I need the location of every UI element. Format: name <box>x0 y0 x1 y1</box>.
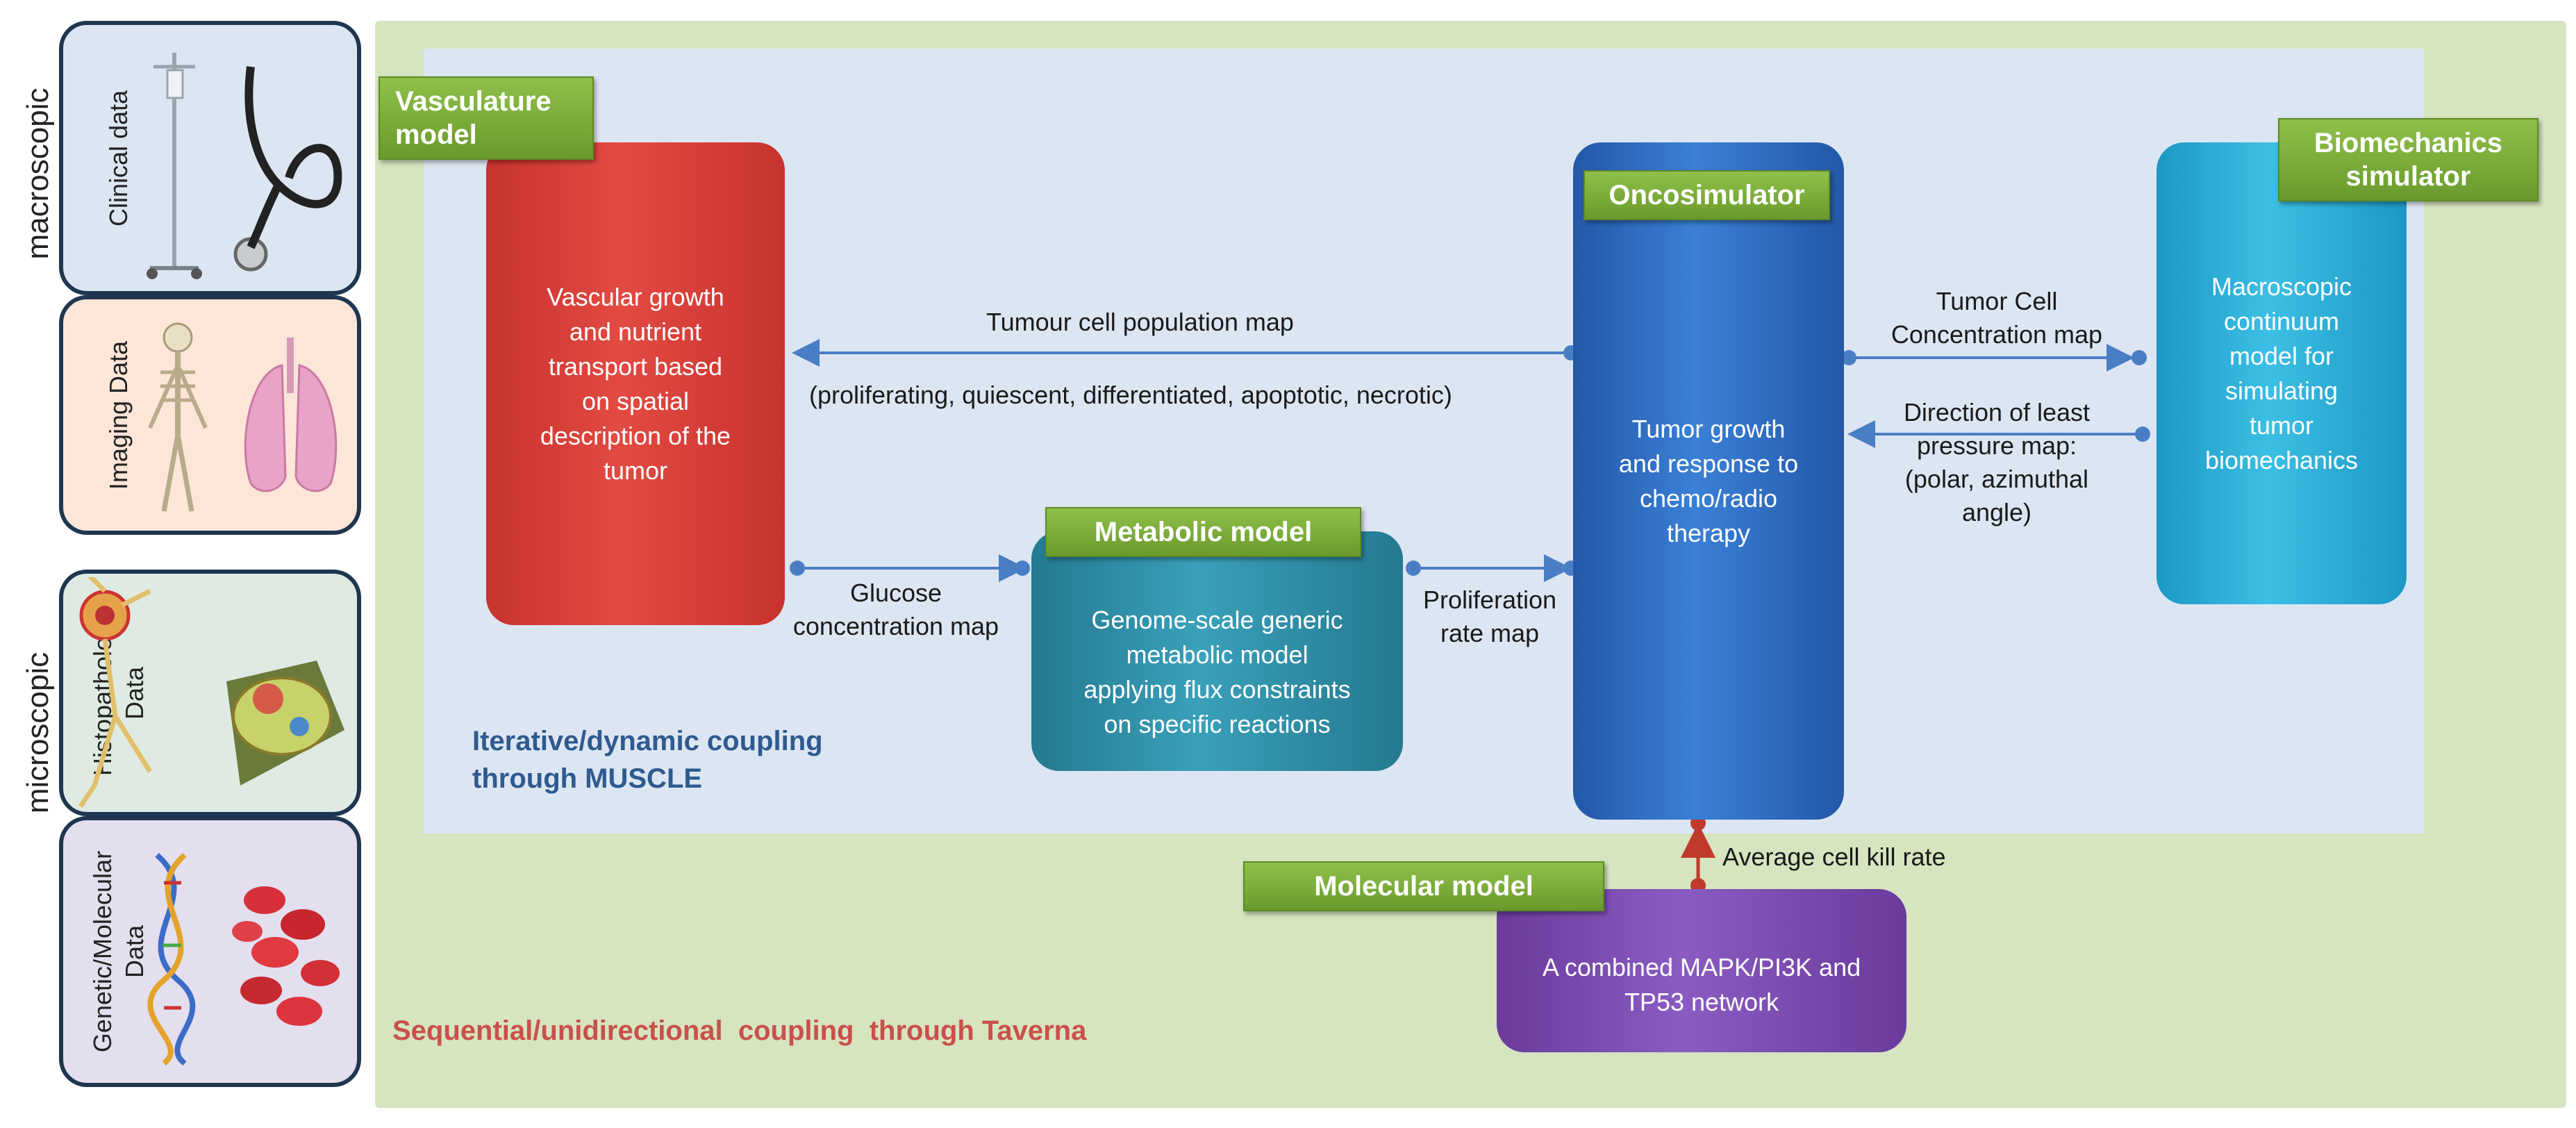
clinical-data-card: Clinical data <box>59 21 361 295</box>
oncosimulator-tag: Oncosimulator <box>1584 170 1830 220</box>
tumour-map-detail-label: (proliferating, quiescent, differentiate… <box>809 381 1452 409</box>
oncosimulator-box[interactable]: Tumor growth and response to chemo/radio… <box>1573 142 1844 820</box>
tumour-map-arrow <box>792 339 1579 367</box>
glucose-label: Glucose concentration map <box>792 579 999 640</box>
tumour-map-label: Tumour cell population map <box>986 308 1294 336</box>
vasculature-model-tag: Vasculature model <box>379 76 594 160</box>
metabolic-model-tag: Metabolic model <box>1045 507 1361 557</box>
imaging-data-card: Imaging Data <box>59 295 361 535</box>
vasculature-model-box[interactable]: Vascular growth and nutrient transport b… <box>486 142 785 625</box>
tumor-concentration-arrow <box>1841 344 2147 372</box>
proliferation-arrow <box>1406 554 1579 582</box>
cell-kill-label: Average cell kill rate <box>1722 843 1946 871</box>
pressure-label: Direction of least pressure map: (polar,… <box>1903 398 2091 526</box>
tumor-concentration-label: Tumor Cell Concentration map <box>1891 287 2103 349</box>
metabolic-model-box[interactable]: Genome-scale generic metabolic model app… <box>1031 531 1403 771</box>
molecular-model-box[interactable]: A combined MAPK/PI3K and TP53 network <box>1497 889 1906 1052</box>
skeleton-lungs-icon <box>148 322 338 512</box>
histopathology-data-card: Histopathology Data <box>59 570 361 816</box>
cell-neuron-icon <box>78 577 344 808</box>
pressure-arrow <box>1847 420 2150 448</box>
glucose-arrow <box>790 554 1030 582</box>
proliferation-label: Proliferation rate map <box>1422 586 1557 647</box>
dna-blood-cells-icon <box>147 852 340 1066</box>
cell-kill-arrow <box>1681 815 1715 893</box>
genetic-molecular-data-card: Genetic/Molecular Data <box>59 816 361 1087</box>
iv-stand-icon <box>147 53 342 279</box>
biomechanics-tag: Biomechanics simulator <box>2278 118 2538 201</box>
iterative-coupling-label: Iterative/dynamic coupling through MUSCL… <box>472 726 823 794</box>
sequential-coupling-label: Sequential/unidirectional coupling throu… <box>392 1015 1087 1046</box>
biomechanics-box[interactable]: Macroscopic continuum model for simulati… <box>2157 142 2407 604</box>
molecular-model-tag: Molecular model <box>1243 861 1604 911</box>
